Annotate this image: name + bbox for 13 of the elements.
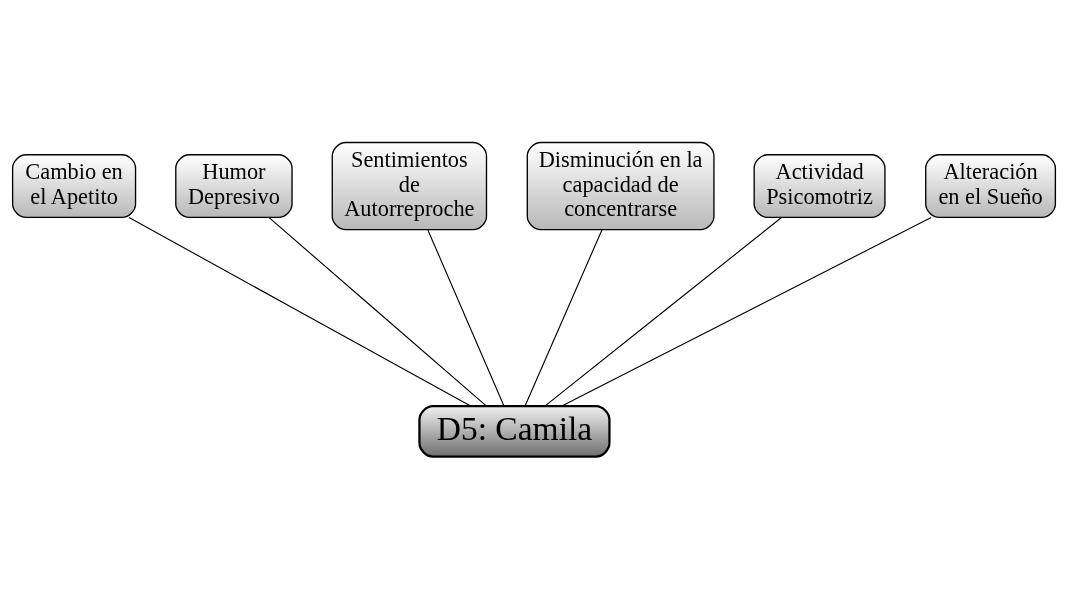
connector [561,216,932,407]
node-box: Humor Depresivo [175,154,293,218]
connector [268,217,488,407]
node-box: Disminución en la capacidad de concentrarse [526,141,715,231]
node-box: D5: Camila [418,405,611,458]
node-box: Sentimientos de Autorreproche [331,141,488,231]
node-box: Cambio en el Apetito [11,154,137,218]
connector [544,217,782,407]
node-box: Alteración en el Sueño [925,154,1057,218]
connector [128,216,472,407]
node-box: Actividad Psicomotriz [753,154,886,218]
connector [524,229,603,407]
connector [427,229,505,407]
